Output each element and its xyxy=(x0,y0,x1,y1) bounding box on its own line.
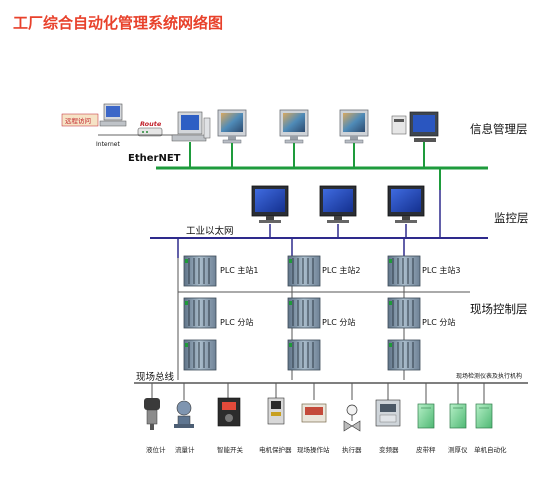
plc-station-2: PLC 主站2 PLC 分站 xyxy=(287,255,361,371)
smart-switch-icon xyxy=(217,397,241,427)
device-label-2: 流量计 xyxy=(175,445,195,454)
inverter-icon xyxy=(375,399,401,427)
plc-sub-label-1: PLC 分站 xyxy=(220,317,253,327)
plc-sub-rack-1b xyxy=(183,339,217,371)
plc-sub-rack-3a xyxy=(387,297,421,329)
device-label-6: 执行器 xyxy=(342,445,362,454)
remote-pc-icon xyxy=(99,103,127,127)
plc-sub-rack-1a xyxy=(183,297,217,329)
plc-main-label-1: PLC 主站1 xyxy=(220,265,259,275)
device-label-7: 变频器 xyxy=(379,445,399,454)
ethernet-label: EtherNET xyxy=(128,153,181,164)
internet-label: Internet xyxy=(96,141,120,148)
field-instruments-label: 现场检测仪表及执行机构 xyxy=(456,372,522,380)
plc-main-label-2: PLC 主站2 xyxy=(322,265,361,275)
layer-info-label: 信息管理层 xyxy=(470,122,528,136)
thickness-gauge-icon xyxy=(449,403,467,429)
plc-main-rack-3 xyxy=(387,255,421,287)
remote-access-box xyxy=(61,113,99,127)
workstation-monitor-3 xyxy=(339,109,369,144)
workstation-monitor-2 xyxy=(279,109,309,144)
remote-access-label: 远程访问 xyxy=(65,116,91,125)
plc-station-1: PLC 主站1 PLC 分站 xyxy=(183,255,259,371)
industrial-ethernet-drops xyxy=(177,190,441,258)
plc-sub-label-2: PLC 分站 xyxy=(322,317,355,327)
device-label-4: 电机保护器 xyxy=(259,445,292,454)
operator-station-icon xyxy=(301,403,327,423)
fieldbus-drops xyxy=(151,383,485,404)
flowmeter-icon xyxy=(174,400,194,428)
plc-sub-rack-3b xyxy=(387,339,421,371)
router-icon xyxy=(137,127,163,137)
device-label-5: 现场操作站 xyxy=(297,445,330,454)
monitor-station-3 xyxy=(387,185,425,224)
plc-main-label-3: PLC 主站3 xyxy=(422,265,461,275)
plc-station-3: PLC 主站3 PLC 分站 xyxy=(387,255,461,371)
router-label: Route xyxy=(140,120,162,128)
device-label-1: 液位计 xyxy=(146,445,166,454)
belt-scale-icon xyxy=(417,403,435,429)
device-label-9: 测厚仪 xyxy=(448,446,468,454)
workstation-monitor-1 xyxy=(217,109,247,144)
layer-field-label: 现场控制层 xyxy=(470,302,528,316)
monitor-station-1 xyxy=(251,185,289,224)
standalone-automation-icon xyxy=(475,403,493,429)
server-workstation xyxy=(391,111,439,142)
plc-main-rack-1 xyxy=(183,255,217,287)
ethernet-drops xyxy=(189,142,441,190)
monitor-station-2 xyxy=(319,185,357,224)
actuator-icon xyxy=(343,404,361,432)
admin-workstation xyxy=(171,111,211,142)
layer-monitor-label: 监控层 xyxy=(494,211,529,225)
device-label-3: 智能开关 xyxy=(217,445,244,454)
motor-protector-icon xyxy=(267,397,285,425)
device-label-10: 单机自动化 xyxy=(474,445,507,454)
plc-sub-label-3: PLC 分站 xyxy=(422,317,455,327)
plc-sub-rack-2a xyxy=(287,297,321,329)
device-label-8: 皮带秤 xyxy=(416,445,436,454)
industrial-ethernet-label: 工业以太网 xyxy=(186,225,234,237)
diagram-title: 工厂综合自动化管理系统网络图 xyxy=(13,14,223,32)
remote-access-group: 远程访问 Route Internet xyxy=(61,103,178,148)
plc-sub-rack-2b xyxy=(287,339,321,371)
fieldbus-label: 现场总线 xyxy=(136,371,175,383)
level-gauge-icon xyxy=(144,398,160,430)
plc-main-rack-2 xyxy=(287,255,321,287)
